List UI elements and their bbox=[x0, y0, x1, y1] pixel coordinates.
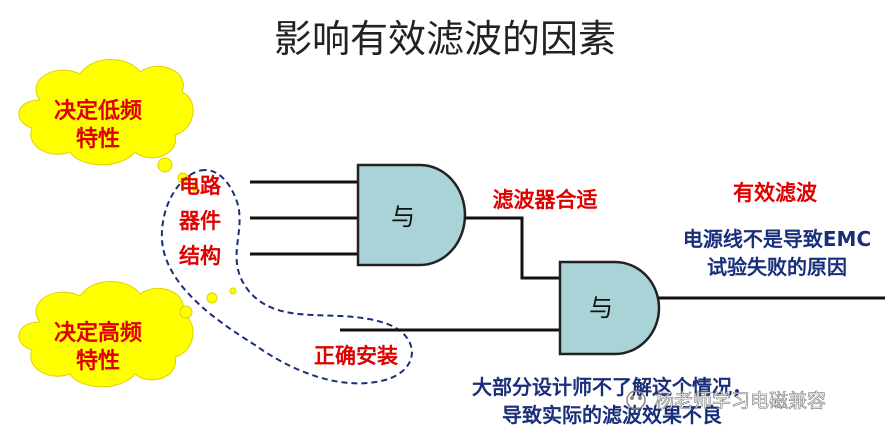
power-note-line1: 电源线不是导致EMC bbox=[683, 227, 871, 251]
cloud-high-frequency: 决定高频 特性 bbox=[18, 281, 194, 388]
label-circuit: 电路 bbox=[179, 174, 222, 198]
and-gate-2: 与 bbox=[558, 260, 661, 356]
thought-bubble bbox=[229, 287, 237, 295]
cloud-low-line1: 决定低频 bbox=[54, 98, 142, 124]
designer-note-line2: 导致实际的滤波效果不良 bbox=[502, 403, 722, 427]
and-gate-1: 与 bbox=[356, 163, 467, 267]
gate1-output-wire bbox=[465, 216, 560, 280]
thought-bubble bbox=[157, 157, 173, 173]
thought-bubble bbox=[191, 184, 199, 192]
watermark-text: 杨老师学习电磁兼容 bbox=[655, 390, 826, 412]
label-component: 器件 bbox=[178, 209, 221, 233]
label-effective-filter: 有效滤波 bbox=[733, 181, 818, 205]
page-title: 影响有效滤波的因素 bbox=[274, 17, 616, 61]
power-note-line2: 试验失败的原因 bbox=[707, 255, 847, 279]
thought-bubble bbox=[177, 172, 189, 184]
watermark: 杨老师学习电磁兼容 bbox=[626, 390, 826, 412]
gate2-label: 与 bbox=[589, 294, 613, 322]
label-correct-install: 正确安装 bbox=[314, 344, 398, 368]
cloud-high-line1: 决定高频 bbox=[54, 320, 142, 346]
cloud-low-line2: 特性 bbox=[76, 126, 120, 152]
dashed-enclosure bbox=[160, 168, 413, 385]
thought-bubble bbox=[179, 305, 193, 319]
watermark-icon-dot bbox=[638, 396, 642, 400]
label-filter-fit: 滤波器合适 bbox=[493, 188, 598, 212]
designer-note-line1: 大部分设计师不了解这个情况， bbox=[472, 375, 752, 399]
cloud-low-frequency: 决定低频 特性 bbox=[18, 59, 194, 166]
cloud-high-line2: 特性 bbox=[76, 348, 120, 374]
watermark-icon bbox=[626, 390, 646, 410]
gate1-label: 与 bbox=[391, 203, 415, 231]
watermark-icon-dot bbox=[630, 396, 634, 400]
label-structure: 结构 bbox=[179, 244, 221, 268]
thought-bubble bbox=[206, 292, 218, 304]
